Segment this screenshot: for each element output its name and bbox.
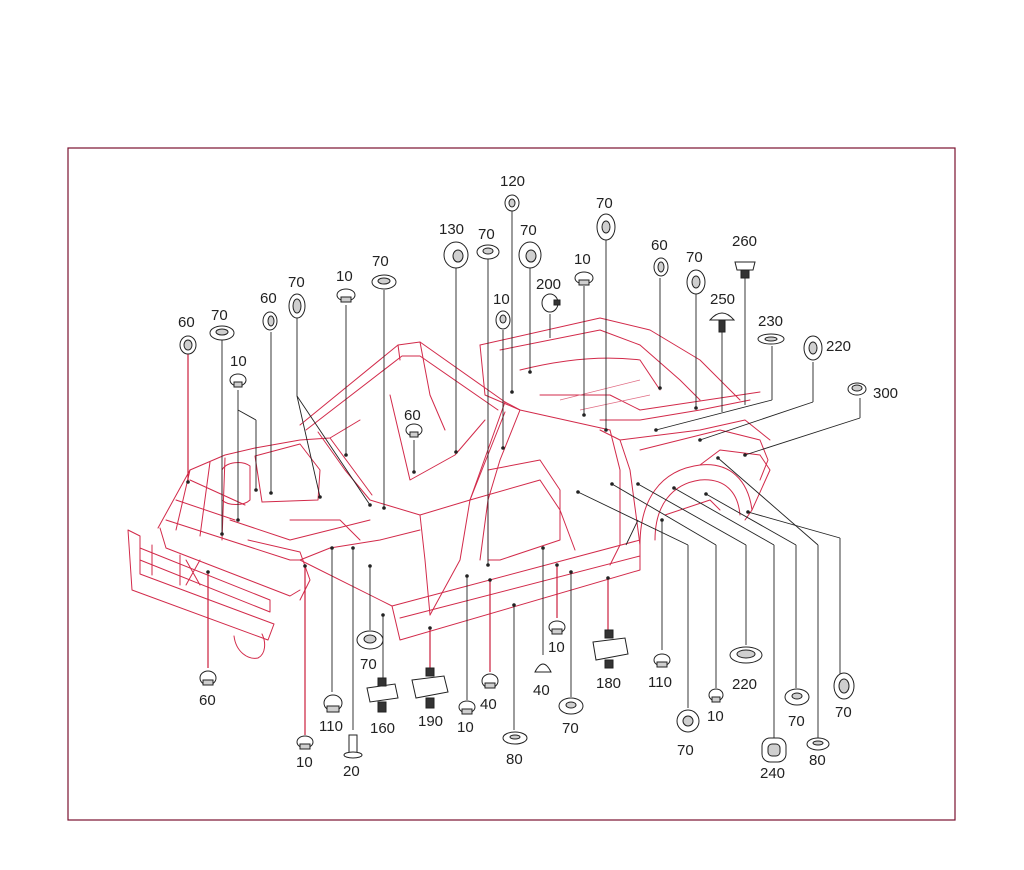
plug-icon xyxy=(336,288,356,303)
grommet-icon xyxy=(676,709,700,733)
grommet-icon xyxy=(558,697,584,715)
callout-label: 10 xyxy=(336,268,353,285)
grommet-icon xyxy=(179,335,197,355)
callout-label: 300 xyxy=(873,385,898,402)
callout-label: 240 xyxy=(760,765,785,782)
callout-label: 70 xyxy=(288,274,305,291)
grommet-icon xyxy=(502,731,528,745)
plug-icon xyxy=(481,673,499,689)
callout-label: 120 xyxy=(500,173,525,190)
leader-lines xyxy=(187,210,861,740)
callout-label: 40 xyxy=(533,682,550,699)
callout-label: 80 xyxy=(809,752,826,769)
screw-icon xyxy=(734,261,756,279)
callout-labels: 60 70 10 60 70 10 70 130 70 120 70 10 20… xyxy=(178,173,898,782)
callout-label: 10 xyxy=(548,639,565,656)
callout-label: 250 xyxy=(710,291,735,308)
callout-label: 10 xyxy=(493,291,510,308)
diagram-frame xyxy=(67,147,956,821)
grommet-icon xyxy=(262,311,278,331)
pin-icon xyxy=(343,734,363,759)
callout-label: 130 xyxy=(439,221,464,238)
callout-label: 10 xyxy=(230,353,247,370)
grommet-icon xyxy=(518,241,542,269)
grommet-icon xyxy=(686,269,706,295)
callout-label: 160 xyxy=(370,720,395,737)
callout-label: 230 xyxy=(758,313,783,330)
grommet-icon xyxy=(806,737,830,751)
grommet-icon xyxy=(356,630,384,650)
grommet-icon xyxy=(443,241,469,269)
callout-label: 110 xyxy=(648,674,672,691)
bracket-icon xyxy=(411,667,449,709)
callout-label: 60 xyxy=(178,314,195,331)
callout-label: 70 xyxy=(478,226,495,243)
push-pin-icon xyxy=(708,312,736,333)
callout-label: 70 xyxy=(211,307,228,324)
callout-label: 70 xyxy=(360,656,377,673)
plug-icon xyxy=(229,373,247,388)
callout-label: 80 xyxy=(506,751,523,768)
callout-label: 40 xyxy=(480,696,497,713)
grommet-icon xyxy=(803,335,823,361)
callout-label: 190 xyxy=(418,713,443,730)
grommet-icon xyxy=(761,737,787,763)
callout-label: 60 xyxy=(260,290,277,307)
grommet-icon xyxy=(288,293,306,319)
callout-label: 20 xyxy=(343,763,360,780)
grommet-icon xyxy=(757,333,785,345)
callout-label: 10 xyxy=(574,251,591,268)
plug-icon xyxy=(323,694,343,713)
callout-label: 70 xyxy=(788,713,805,730)
callout-label: 70 xyxy=(520,222,537,239)
callout-label: 70 xyxy=(835,704,852,721)
callout-label: 260 xyxy=(732,233,757,250)
plug-icon xyxy=(708,688,724,703)
callout-label: 70 xyxy=(372,253,389,270)
callout-label: 10 xyxy=(296,754,313,771)
grommet-icon xyxy=(833,672,855,700)
plug-icon xyxy=(653,653,671,668)
callout-label: 70 xyxy=(686,249,703,266)
plug-icon xyxy=(199,670,217,686)
grommet-icon xyxy=(729,646,763,664)
callout-label: 60 xyxy=(651,237,668,254)
callout-label: 200 xyxy=(536,276,561,293)
plug-icon xyxy=(458,700,476,715)
plug-icon xyxy=(548,620,566,635)
grommet-icon xyxy=(371,274,397,290)
plug-icon xyxy=(534,663,552,673)
part-icons xyxy=(179,194,867,763)
callout-label: 10 xyxy=(457,719,474,736)
grommet-icon xyxy=(209,325,235,341)
car-body-outline xyxy=(127,317,771,659)
callout-label: 110 xyxy=(319,718,343,735)
callout-label: 180 xyxy=(596,675,621,692)
grommet-icon xyxy=(476,244,500,260)
grommet-icon xyxy=(596,213,616,241)
plug-icon xyxy=(296,735,314,750)
plug-icon xyxy=(405,423,423,438)
callout-label: 60 xyxy=(404,407,421,424)
callout-label: 70 xyxy=(677,742,694,759)
clip-icon xyxy=(541,293,561,313)
callout-label: 220 xyxy=(826,338,851,355)
bracket-icon xyxy=(592,629,629,669)
grommet-icon xyxy=(653,257,669,277)
plug-icon xyxy=(495,310,511,330)
plug-icon xyxy=(574,271,594,286)
callout-label: 70 xyxy=(596,195,613,212)
attachment-points xyxy=(186,370,750,630)
callout-label: 220 xyxy=(732,676,757,693)
bracket-icon xyxy=(366,677,399,713)
grommet-icon xyxy=(847,382,867,396)
callout-label: 70 xyxy=(562,720,579,737)
grommet-icon xyxy=(784,688,810,706)
callout-label: 60 xyxy=(199,692,216,709)
grommet-icon xyxy=(504,194,520,212)
callout-label: 10 xyxy=(707,708,724,725)
